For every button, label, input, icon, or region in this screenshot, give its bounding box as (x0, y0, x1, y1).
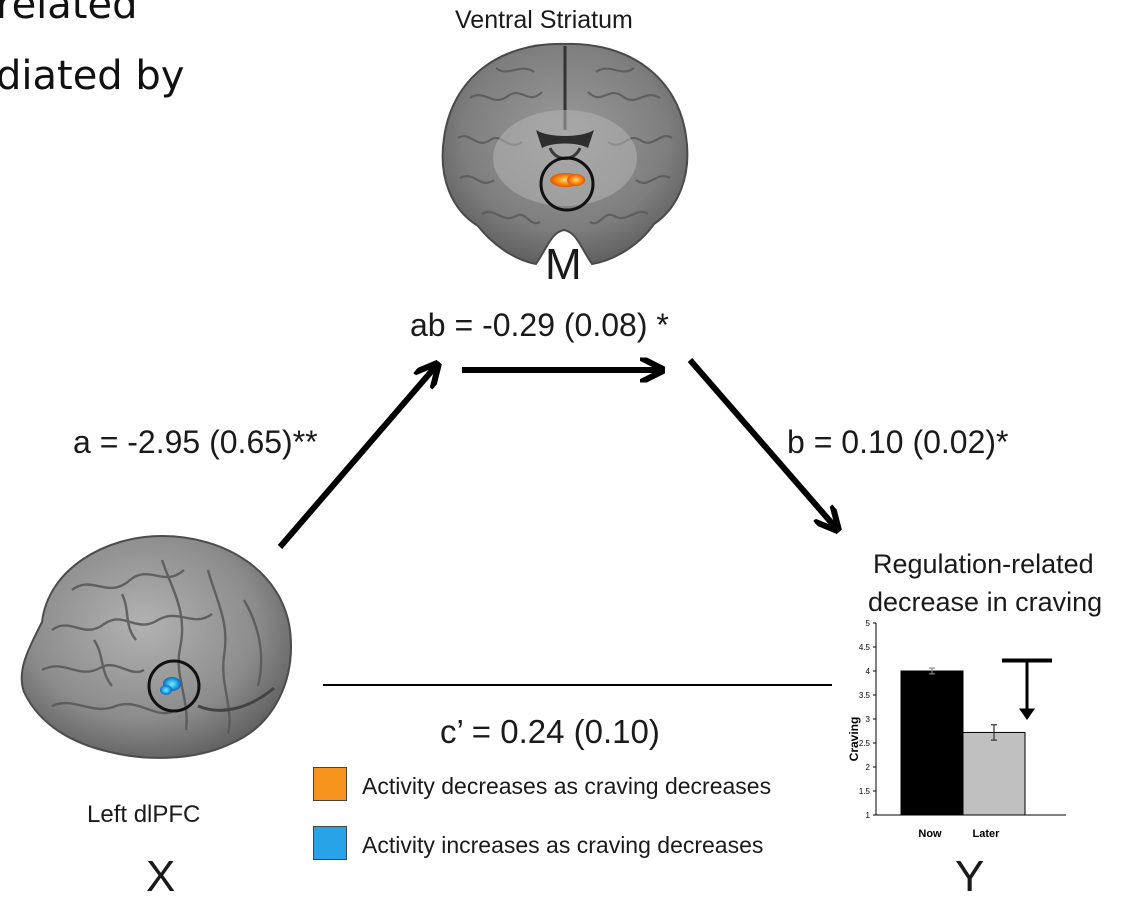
dlpfc-brain-image (20, 534, 292, 759)
indirect-effect-ab-label: ab = -0.29 (0.08) * (410, 307, 669, 343)
chart-ylabel: Craving (847, 717, 861, 762)
chart-y-tick-label: 3.5 (859, 691, 871, 700)
legend-swatch-blue (313, 826, 347, 860)
chart-y-tick-label: 2.5 (859, 739, 871, 748)
chart-y-tick-label: 5 (866, 619, 871, 628)
legend-label-increases: Activity increases as craving decreases (362, 832, 764, 858)
path-b-arrow (687, 358, 836, 528)
chart-y-tick-label: 4.5 (859, 643, 871, 652)
outcome-letter-y: Y (955, 852, 985, 901)
partial-heading-line-2: diated by (0, 53, 185, 99)
chart-y-tick-label: 1 (866, 811, 871, 820)
chart-y-tick-label: 4 (866, 667, 871, 676)
outcome-title-line-2: decrease in craving (868, 587, 1103, 617)
chart-bar-later (962, 731, 1026, 816)
decrease-arrow-icon (1019, 708, 1035, 720)
legend-swatch-orange (313, 767, 347, 801)
path-c-prime-label: c’ = 0.24 (0.10) (440, 713, 660, 750)
mediator-region-label: Ventral Striatum (455, 6, 633, 34)
predictor-letter-x: X (146, 852, 176, 901)
outcome-title-line-1: Regulation-related (873, 549, 1094, 579)
chart-bar-now (900, 670, 964, 816)
chart-x-tick-label: Now (918, 828, 942, 840)
path-a-label: a = -2.95 (0.65)** (73, 424, 318, 460)
path-a-arrow (277, 366, 436, 549)
mediator-letter-m: M (545, 240, 582, 289)
chart-y-tick-label: 3 (866, 715, 871, 724)
path-b-label: b = 0.10 (0.02)* (787, 424, 1009, 460)
legend-label-decreases: Activity decreases as craving decreases (362, 773, 772, 799)
predictor-region-label: Left dlPFC (87, 801, 201, 828)
partial-heading-line-1: related (0, 0, 138, 28)
ventral-striatum-brain-image (441, 42, 689, 266)
chart-x-tick-label: Later (973, 828, 1001, 840)
chart-y-tick-label: 2 (866, 763, 871, 772)
chart-y-tick-label: 1.5 (859, 787, 871, 796)
